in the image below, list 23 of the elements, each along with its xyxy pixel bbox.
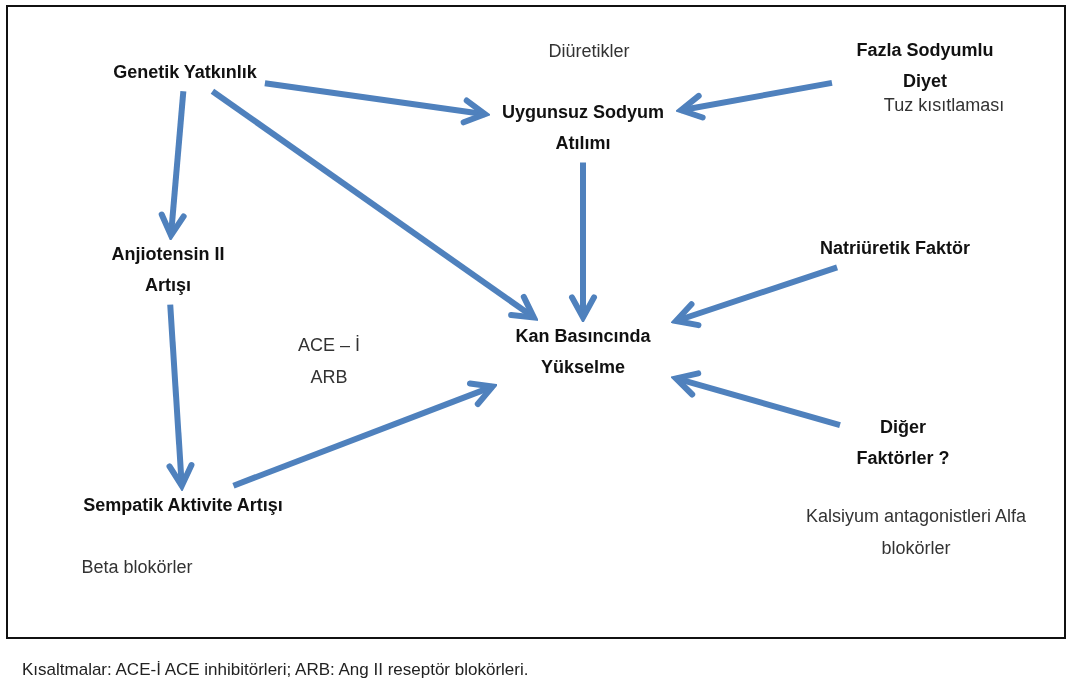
arrow <box>678 79 833 121</box>
node-text: Fazla Sodyumlu Diyet <box>855 39 995 93</box>
treatment-label: Kalsiyum antagonistleri Alfa blokörler <box>804 504 1028 559</box>
caption: Kısaltmalar: ACE-İ ACE inhibitörleri; ARB: Ang II reseptör blokörleri. <box>22 660 529 680</box>
arrow <box>166 304 195 489</box>
node-text: Sempatik Aktivite Artışı <box>83 493 283 517</box>
node-text: Natriüretik Faktör <box>820 236 970 260</box>
arrow <box>232 380 496 489</box>
treatment-label: ACE – İ ARB <box>297 333 361 388</box>
node-text: Kan Basıncında Yükselme <box>514 325 652 379</box>
treatment-label: Tuz kısıtlaması <box>883 94 1005 118</box>
treatment-label: Diüretikler <box>548 40 630 64</box>
node-text: Anjiotensin II Artışı <box>110 243 226 297</box>
arrow <box>673 370 841 428</box>
arrow <box>569 162 597 321</box>
arrow <box>264 80 488 126</box>
arrow <box>158 91 187 239</box>
treatment-label: Beta blokörler <box>81 556 193 580</box>
node-text: Diğer Faktörler ? <box>855 416 951 470</box>
arrow <box>210 88 537 321</box>
node-text: Uygunsuz Sodyum Atılımı <box>501 101 665 155</box>
node-text: Genetik Yatkınlık <box>113 60 257 84</box>
arrow <box>673 264 839 329</box>
